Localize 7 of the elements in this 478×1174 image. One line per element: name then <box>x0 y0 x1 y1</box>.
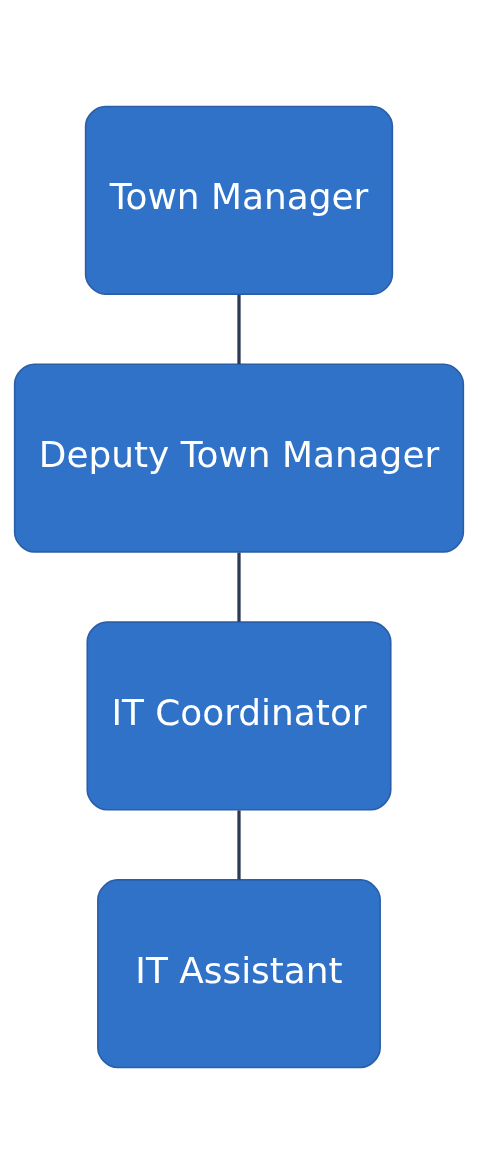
connector <box>237 810 241 880</box>
connector <box>237 294 241 364</box>
node-box: IT Coordinator <box>86 621 392 811</box>
connector <box>237 552 241 622</box>
node-box: IT Assistant <box>97 879 381 1069</box>
node-box: Town Manager <box>84 105 394 295</box>
node-box: Deputy Town Manager <box>13 363 465 553</box>
